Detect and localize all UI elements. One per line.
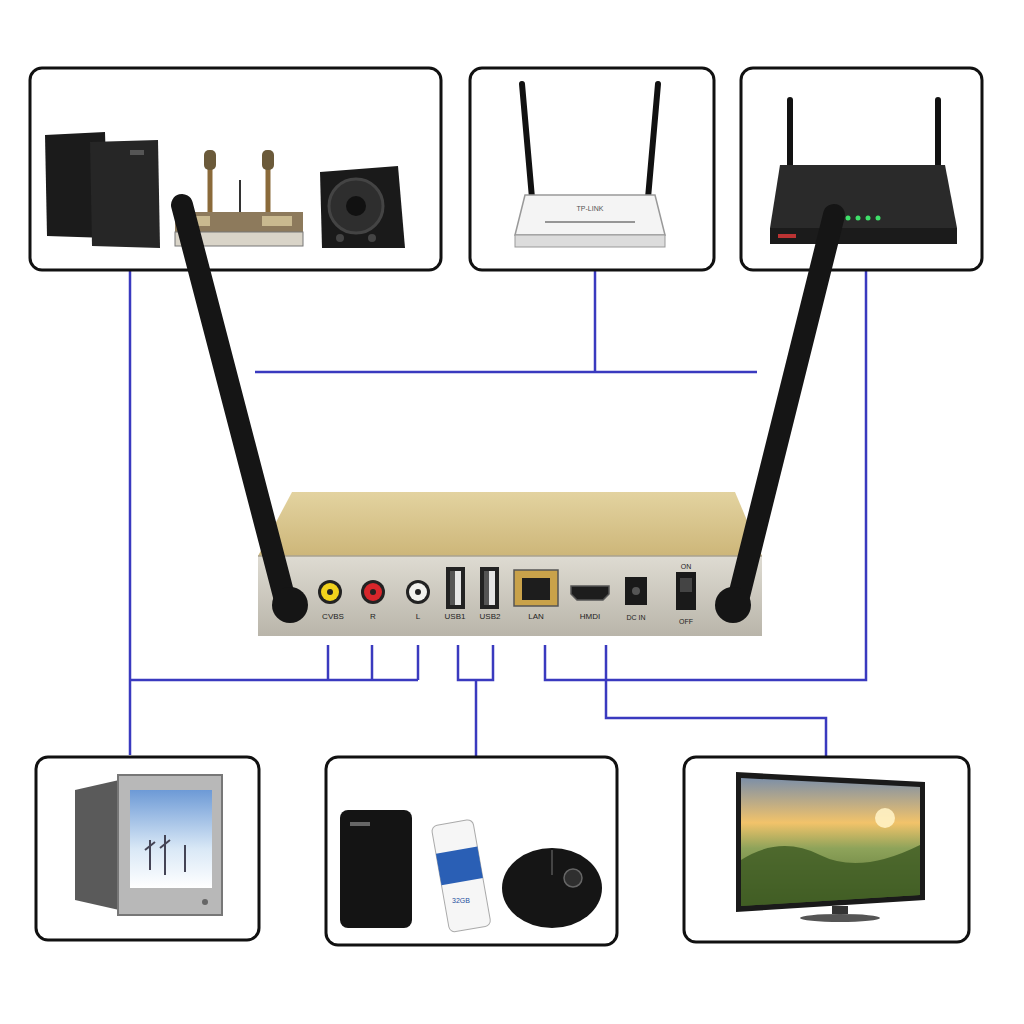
label-holder: OFF xyxy=(679,618,693,625)
label-holder: L xyxy=(416,613,420,621)
modem-router xyxy=(770,100,957,244)
port-label: USB2 xyxy=(480,613,501,621)
label-holder: DC IN xyxy=(626,614,645,621)
port-label: R xyxy=(370,613,376,621)
port-label: ON xyxy=(681,563,692,570)
flat-tv xyxy=(736,772,925,922)
antennas xyxy=(182,205,834,623)
port-label: USB1 xyxy=(445,613,466,621)
brand-label: 32GB xyxy=(452,897,470,904)
label-holder: R xyxy=(370,613,376,621)
wifi-router xyxy=(515,84,665,247)
port-label: L xyxy=(416,613,420,621)
brand-label: TP-LINK xyxy=(577,205,604,212)
label-holder: LAN xyxy=(528,613,544,621)
android-box xyxy=(258,492,762,636)
device-frames xyxy=(30,68,982,945)
label-holder: USB2 xyxy=(480,613,501,621)
label-holder: CVBS xyxy=(322,613,344,621)
usb-devices xyxy=(340,810,602,933)
label-holder: 32GB xyxy=(452,897,470,904)
label-holder: TP-LINK xyxy=(577,205,604,212)
label-holder: USB1 xyxy=(445,613,466,621)
port-label: LAN xyxy=(528,613,544,621)
port-label: DC IN xyxy=(626,614,645,621)
port-label: CVBS xyxy=(322,613,344,621)
audio-devices xyxy=(45,132,405,248)
port-label: HMDI xyxy=(580,613,600,621)
label-holder: ON xyxy=(681,563,692,570)
port-label: OFF xyxy=(679,618,693,625)
label-holder: HMDI xyxy=(580,613,600,621)
crt-tv xyxy=(75,775,222,915)
